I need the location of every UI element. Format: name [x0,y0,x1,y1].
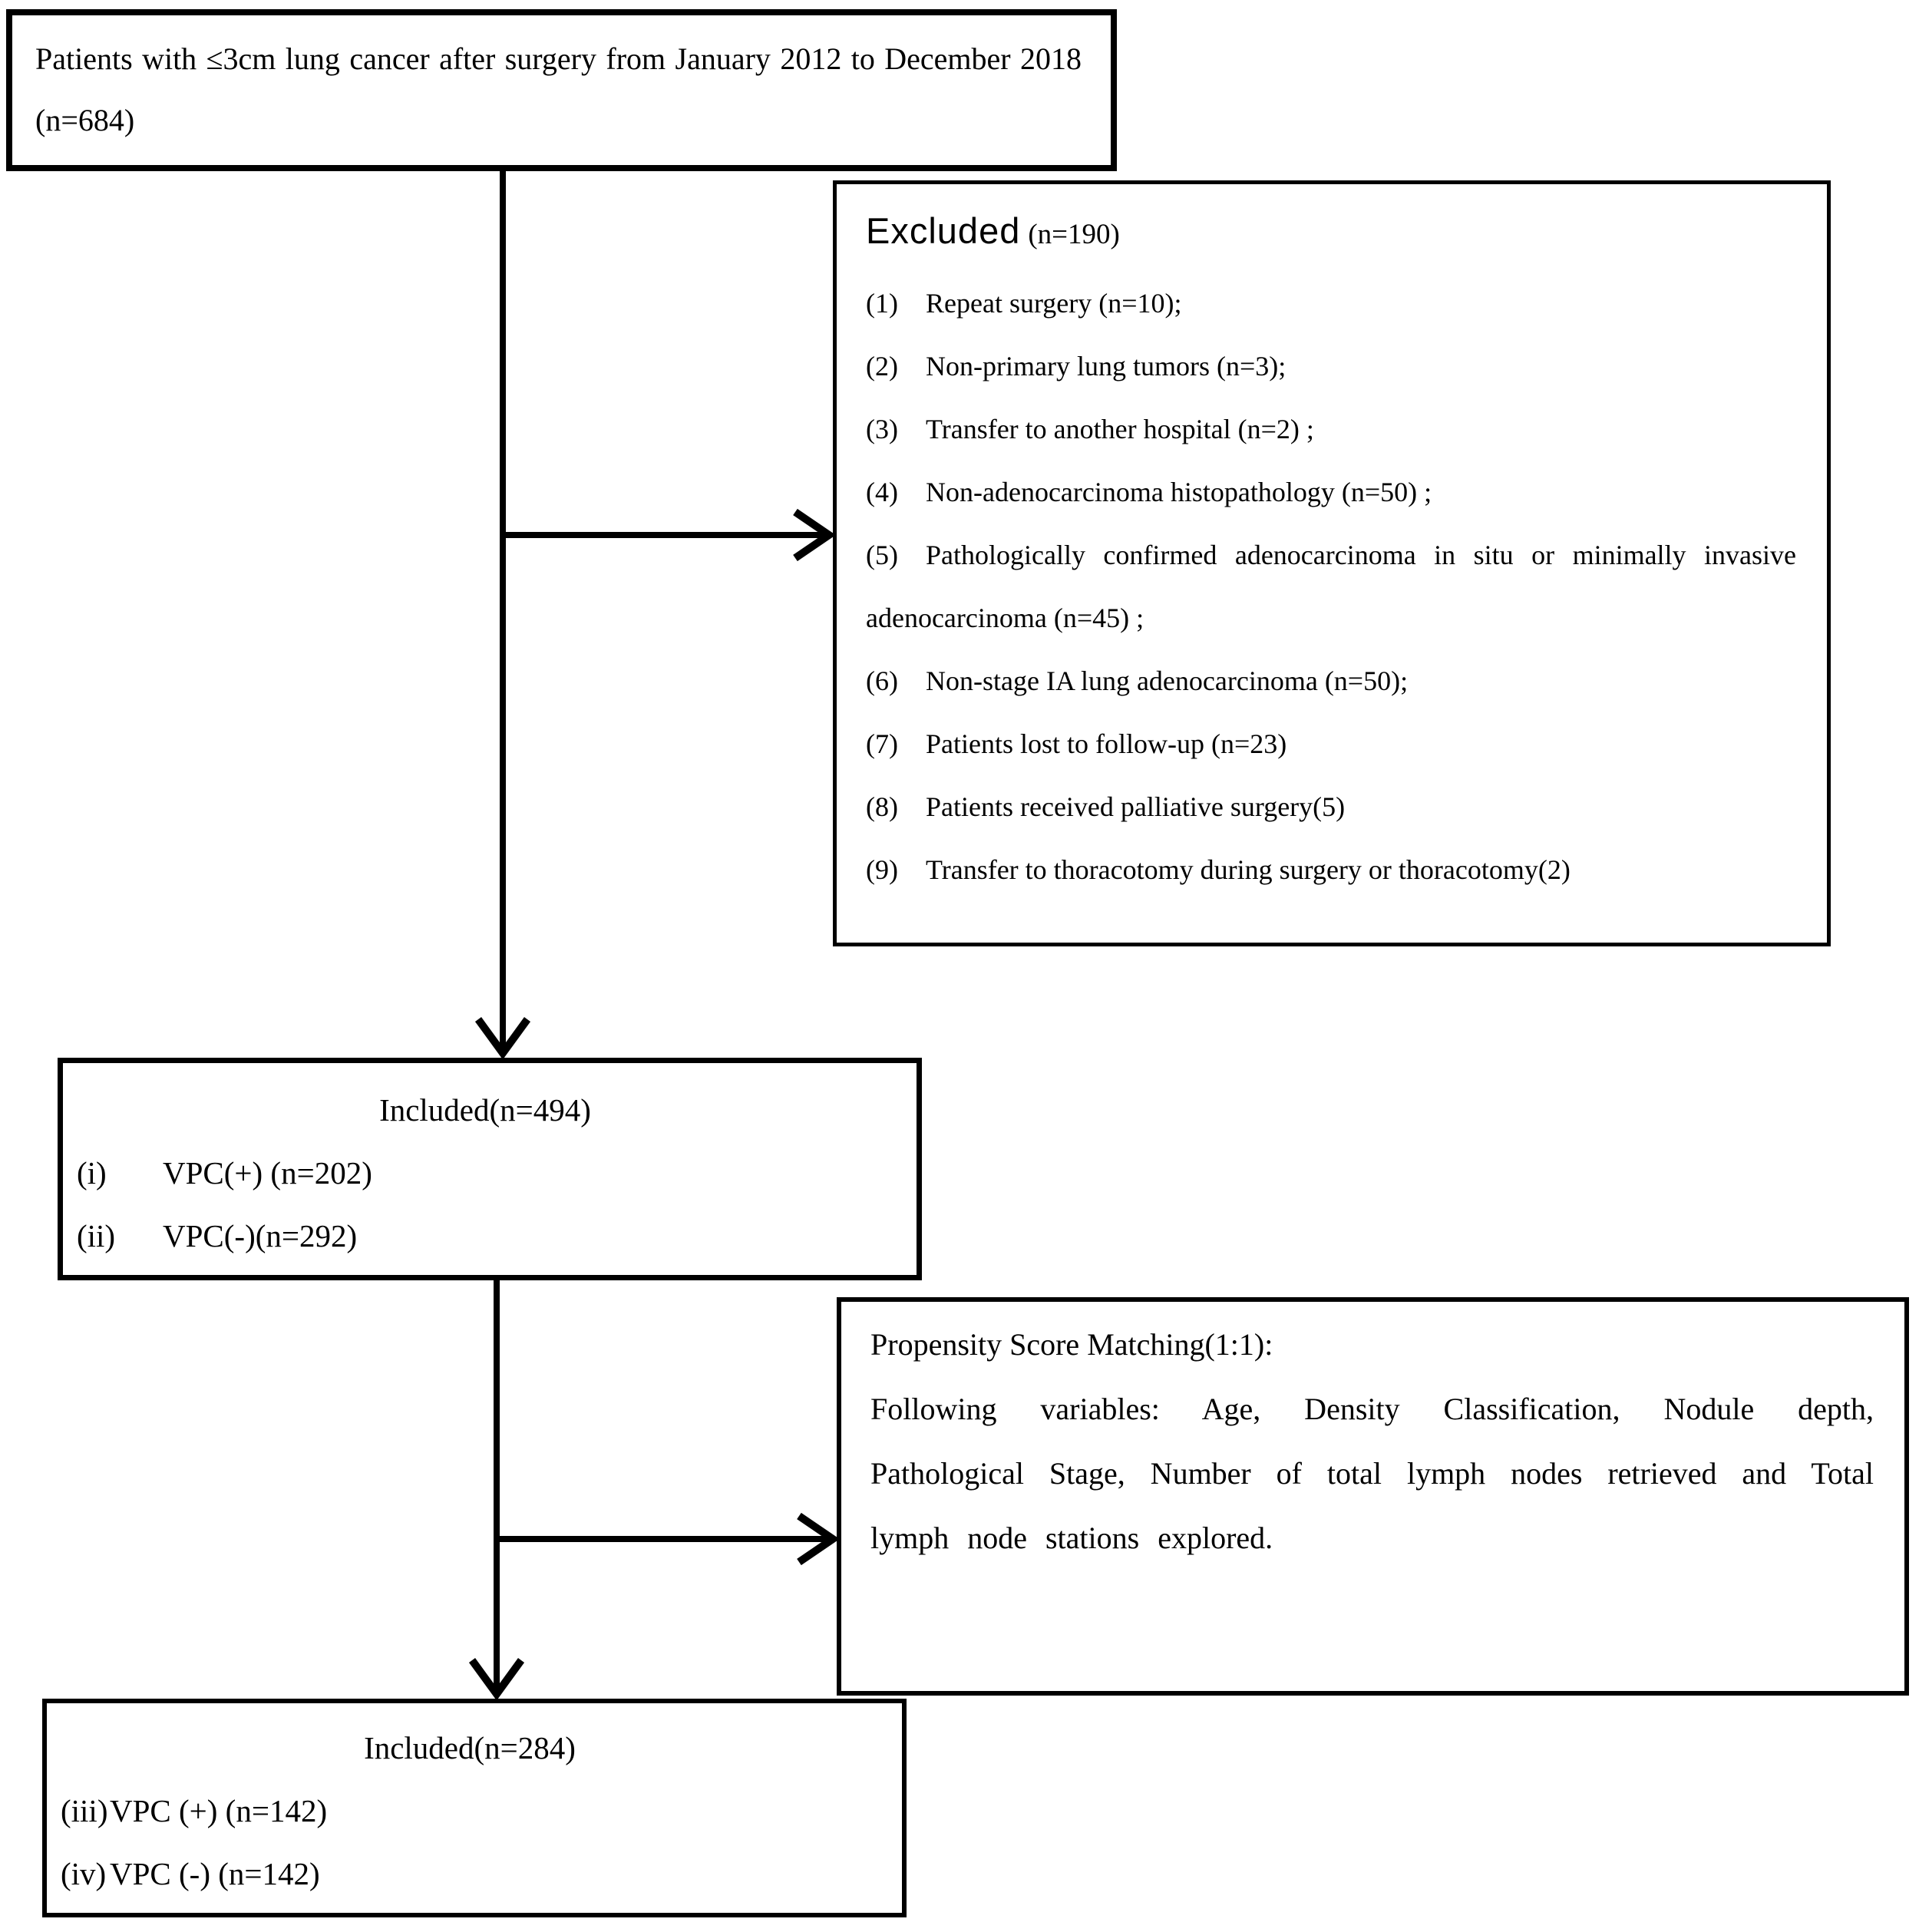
included-postmatch-title: Included(n=284) [364,1730,576,1765]
included-postmatch-item: (iii)VPC (+) (n=142) [61,1793,328,1828]
excluded-item: (9)Transfer to thoracotomy during surger… [866,854,1571,885]
excluded-item: (5)Pathologically confirmed adenocarcino… [866,540,1796,633]
excluded-item: (1)Repeat surgery (n=10); [866,288,1182,319]
excluded-item: (8)Patients received palliative surgery(… [866,791,1346,822]
excluded-count: (n=190) [1028,219,1120,250]
excluded-item: (3)Transfer to another hospital (n=2) ; [866,414,1314,444]
arrow-included-to-matched [468,1280,525,1701]
included-prematch-item: (i)VPC(+) (n=202) [77,1155,372,1191]
excluded-item: (6)Non-stage IA lung adenocarcinoma (n=5… [866,665,1409,696]
included-prematch-box: Included(n=494) (i)VPC(+) (n=202) (ii)VP… [58,1058,922,1280]
excluded-title: Excluded [866,210,1021,251]
arrow-to-excluded [503,508,836,562]
psm-title: Propensity Score Matching(1:1): [870,1327,1273,1362]
included-postmatch-box: Included(n=284) (iii)VPC (+) (n=142) (iv… [42,1699,907,1917]
included-prematch-item: (ii)VPC(-)(n=292) [77,1218,358,1253]
excluded-box: Excluded(n=190) (1)Repeat surgery (n=10)… [833,180,1831,946]
excluded-heading: Excluded(n=190) [866,200,1796,272]
included-prematch-title: Included(n=494) [379,1092,591,1128]
excluded-item: (4)Non-adenocarcinoma histopathology (n=… [866,477,1432,507]
excluded-item: (7)Patients lost to follow-up (n=23) [866,728,1287,759]
arrow-initial-to-included [474,170,531,1060]
included-postmatch-item: (iv)VPC (-) (n=142) [61,1856,320,1891]
excluded-item: (2)Non-primary lung tumors (n=3); [866,351,1286,381]
initial-cohort-box: Patients with ≤3cm lung cancer after sur… [6,9,1117,171]
arrow-to-psm [497,1512,840,1566]
psm-body: Following variables: Age, Density Classi… [870,1392,1874,1555]
psm-box: Propensity Score Matching(1:1): Followin… [837,1297,1909,1696]
initial-cohort-text: Patients with ≤3cm lung cancer after sur… [35,41,1082,137]
